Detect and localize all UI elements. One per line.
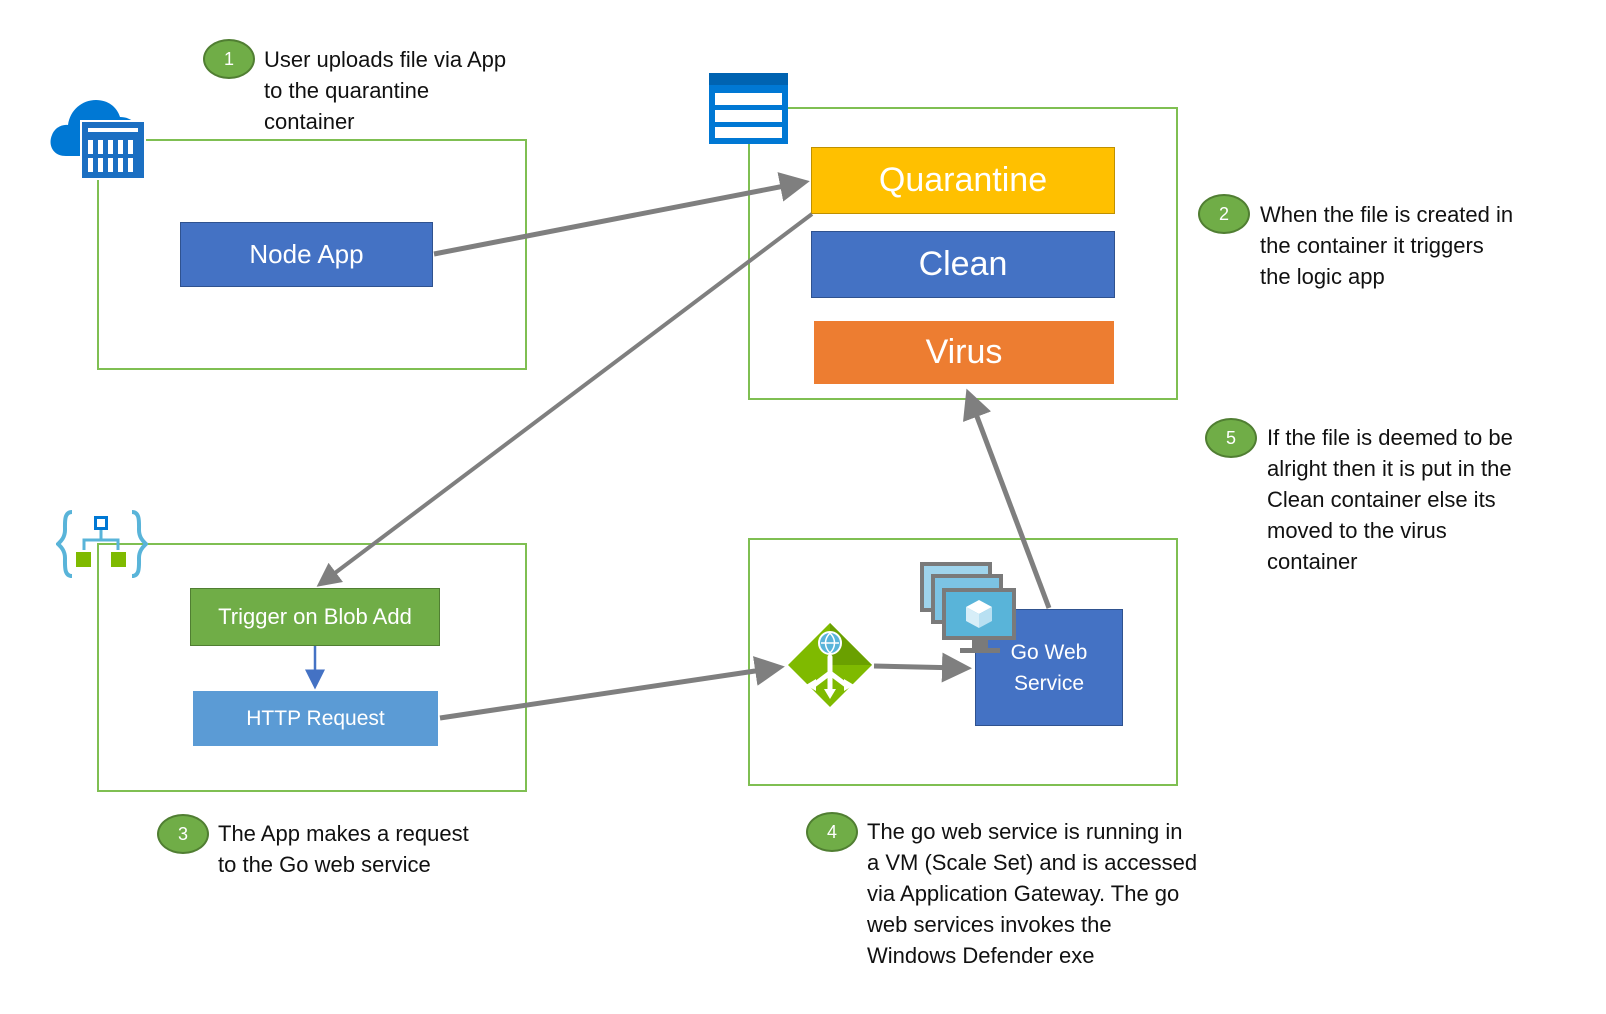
trigger-label: Trigger on Blob Add	[218, 604, 412, 629]
step-4-note: The go web service is running in a VM (S…	[867, 816, 1197, 971]
virus-container[interactable]: Virus	[814, 321, 1114, 384]
http-request-box[interactable]: HTTP Request	[193, 691, 438, 746]
step-1-line: to the quarantine	[264, 78, 430, 103]
storage-group	[748, 107, 1178, 400]
step-4-badge: 4	[806, 812, 858, 852]
app-service-group	[97, 139, 527, 370]
step-4-line: via Application Gateway. The go	[867, 881, 1180, 906]
step-2-line: the container it triggers	[1260, 233, 1484, 258]
step-5-line: container	[1267, 549, 1358, 574]
step-4-line: web services invokes the	[867, 912, 1112, 937]
step-2-number: 2	[1218, 203, 1229, 224]
clean-container[interactable]: Clean	[811, 231, 1115, 298]
quarantine-label: Quarantine	[878, 161, 1048, 199]
step-4-line: Windows Defender exe	[867, 943, 1095, 968]
step-3-badge: 3	[157, 814, 209, 854]
step-2-line: the logic app	[1260, 264, 1385, 289]
logic-app-group	[97, 543, 527, 792]
trigger-on-blob-add-box[interactable]: Trigger on Blob Add	[190, 588, 440, 646]
step-5-line: Clean container else its	[1267, 487, 1496, 512]
arrow-http-to-gateway	[439, 656, 785, 721]
step-4-number: 4	[826, 821, 837, 842]
step-5-line: If the file is deemed to be	[1267, 425, 1513, 450]
step-5-note: If the file is deemed to be alright then…	[1267, 422, 1513, 577]
quarantine-container[interactable]: Quarantine	[811, 147, 1115, 214]
arrow-go-service-to-storage	[963, 388, 1052, 609]
step-5-line: moved to the virus	[1267, 518, 1447, 543]
go-web-service-line-2: Service	[1013, 671, 1085, 695]
node-app-label: Node App	[249, 239, 364, 269]
step-5-line: alright then it is put in the	[1267, 456, 1512, 481]
clean-label: Clean	[918, 245, 1008, 283]
vm-scale-set-icon	[920, 562, 1020, 658]
step-2-line: When the file is created in	[1260, 202, 1514, 227]
node-app-box[interactable]: Node App	[180, 222, 433, 287]
arrow-gateway-to-vm	[873, 652, 972, 683]
arrow-quarantine-to-trigger	[316, 212, 814, 587]
step-5-badge: 5	[1205, 418, 1257, 458]
step-3-line: The App makes a request	[218, 821, 469, 846]
step-4-line: The go web service is running in	[867, 819, 1183, 844]
http-request-label: HTTP Request	[246, 706, 385, 730]
vm-group	[748, 538, 1178, 786]
app-service-cloud-icon	[46, 92, 150, 184]
step-3-note: The App makes a request to the Go web se…	[218, 818, 469, 880]
step-1-badge: 1	[203, 39, 255, 79]
step-2-badge: 2	[1198, 194, 1250, 234]
step-5-number: 5	[1225, 427, 1236, 448]
step-1-number: 1	[223, 48, 234, 69]
step-1-line: container	[264, 109, 355, 134]
step-3-line: to the Go web service	[218, 852, 431, 877]
virus-label: Virus	[925, 333, 1003, 371]
storage-table-icon	[709, 73, 789, 145]
application-gateway-icon	[786, 621, 874, 709]
step-2-note: When the file is created in the containe…	[1260, 199, 1513, 292]
step-1-line: User uploads file via App	[264, 47, 507, 72]
step-4-line: a VM (Scale Set) and is accessed	[867, 850, 1198, 875]
arrow-node-to-quarantine	[433, 172, 810, 257]
step-3-number: 3	[177, 823, 188, 844]
step-1-note: User uploads file via App to the quarant…	[264, 44, 506, 137]
logic-app-icon	[55, 508, 149, 580]
go-web-service-line-1: Go Web	[1010, 640, 1088, 664]
